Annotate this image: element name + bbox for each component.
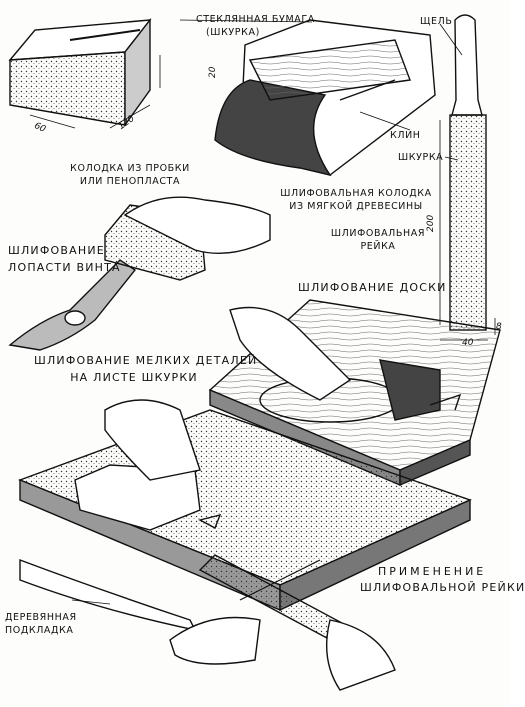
soft-wood-block-drawing: [179, 19, 436, 177]
cork-block-dimension-lines: [29, 55, 161, 129]
glass-paper-label: СТЕКЛЯННАЯ БУМАГА: [196, 14, 315, 25]
cork-block-drawing: [8, 17, 152, 128]
sandpaper-label: ШКУРКА: [398, 152, 444, 163]
wood-base-sub-label: ПОДКЛАДКА: [5, 625, 74, 636]
propeller-sanding-sub-label: ЛОПАСТИ ВИНТА: [8, 261, 121, 274]
application-sub-label: ШЛИФОВАЛЬНОЙ РЕЙКИ: [360, 581, 525, 594]
wedge-label: КЛИН: [390, 130, 421, 141]
sanding-stick-drawing: [439, 14, 496, 341]
wood-base-label: ДЕРЕВЯННАЯ: [5, 612, 77, 623]
board-sanding-label: ШЛИФОВАНИЕ ДОСКИ: [298, 281, 447, 294]
slot-label: ЩЕЛЬ: [420, 16, 453, 27]
glass-paper-sub-label: (ШКУРКА): [206, 27, 260, 38]
illustration-artwork: [8, 14, 501, 691]
sanding-stick-sub-label: РЕЙКА: [360, 241, 396, 252]
stick-thickness-dimension: 8: [496, 322, 502, 332]
small-parts-sub-label: НА ЛИСТЕ ШКУРКИ: [70, 371, 198, 384]
stick-length-dimension: 200: [426, 214, 436, 232]
block-height-dimension: 20: [208, 66, 218, 78]
small-parts-label: ШЛИФОВАНИЕ МЕЛКИХ ДЕТАЛЕЙ: [34, 354, 258, 367]
soft-wood-block-label: ШЛИФОВАЛЬНАЯ КОЛОДКА: [280, 188, 432, 199]
cork-block-label: КОЛОДКА ИЗ ПРОБКИ: [70, 163, 190, 174]
soft-wood-block-sub-label: ИЗ МЯГКОЙ ДРЕВЕСИНЫ: [289, 201, 423, 212]
application-label: ПРИМЕНЕНИЕ: [378, 565, 487, 578]
propeller-sanding-label: ШЛИФОВАНИЕ: [8, 244, 105, 257]
cork-block-sub-label: ИЛИ ПЕНОПЛАСТА: [79, 176, 181, 187]
illustration-page: СТЕКЛЯННАЯ БУМАГА (ШКУРКА) ЩЕЛЬ ШКУРКА К…: [5, 14, 525, 691]
stick-application-drawing: [19, 554, 396, 691]
propeller-sanding-drawing: [8, 196, 271, 351]
sanding-stick-label: ШЛИФОВАЛЬНАЯ: [330, 228, 426, 239]
stick-width-dimension: 40: [462, 338, 474, 348]
